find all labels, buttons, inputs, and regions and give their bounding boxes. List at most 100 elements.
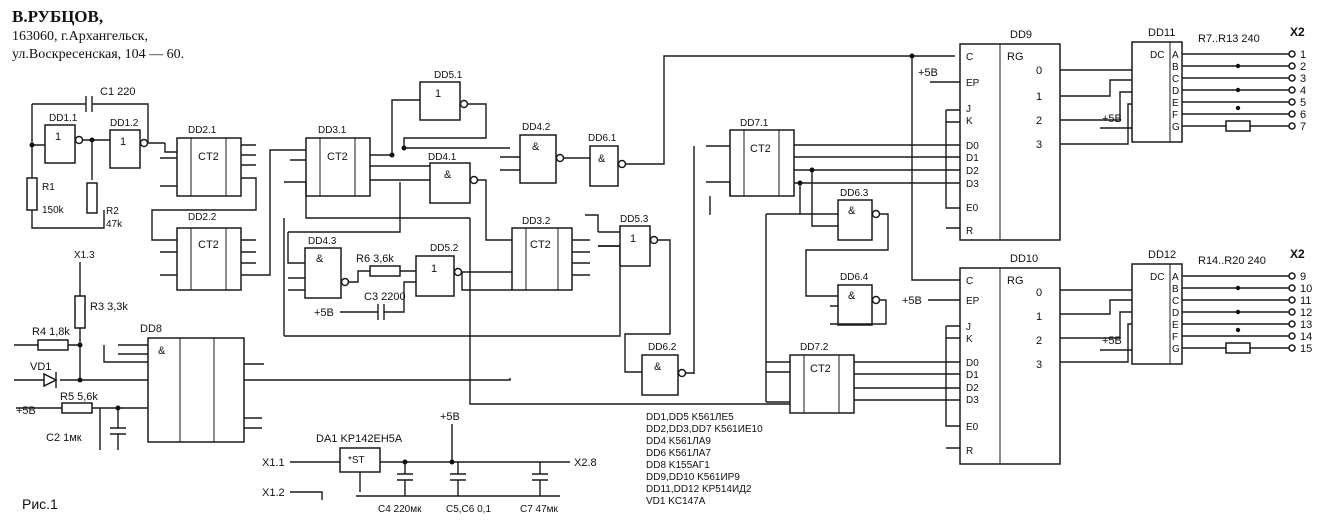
x2-pin: 2	[1300, 61, 1306, 73]
dd1-2-label: DD1.2	[110, 118, 139, 129]
dd3-2-label: DD3.2	[522, 216, 551, 227]
r3-resistor	[74, 295, 86, 329]
dd10-label: DD10	[1010, 253, 1038, 265]
dd7-2-counter	[789, 354, 855, 414]
pin-q2: 2	[1036, 115, 1042, 127]
x2-pin: 14	[1300, 331, 1312, 343]
dd6-4-label: DD6.4	[840, 272, 869, 283]
dd12-label: DD12	[1148, 249, 1176, 261]
decoder-label: DC	[1150, 272, 1164, 283]
legend-line: DD9,DD10 K561ИP9	[646, 472, 740, 483]
x2-bottom-label: X2	[1290, 247, 1305, 261]
dd12-chip	[1131, 263, 1183, 365]
figure-caption: Рис.1	[22, 496, 58, 512]
c1-label: C1 220	[100, 86, 135, 98]
dd1-2-gate	[109, 129, 141, 169]
r7-r13-label: R7..R13 240	[1198, 33, 1260, 45]
c1-capacitor	[32, 96, 149, 143]
gate-symbol: &	[598, 153, 606, 165]
dd5-2-gate	[415, 255, 455, 297]
dd4-3-gate	[304, 247, 342, 299]
author-block: В.РУБЦОВ, 163060, г.Архангельск, ул.Воск…	[12, 6, 184, 64]
pin-f: F	[1172, 110, 1178, 121]
dd9-label: DD9	[1010, 29, 1032, 41]
pin-q2: 2	[1036, 335, 1042, 347]
dd4-1-gate	[429, 162, 471, 204]
pin-q3: 3	[1036, 139, 1042, 151]
dd7-2-label: DD7.2	[800, 342, 829, 353]
pin-c: C	[966, 52, 973, 63]
pin-c: C	[1172, 296, 1179, 307]
x2-pin: 15	[1300, 343, 1312, 355]
x2-pin: 7	[1300, 121, 1306, 133]
author-address-city: 163060, г.Архангельск,	[12, 29, 148, 44]
decoder-label: DC	[1150, 50, 1164, 61]
inverter-bubble	[139, 138, 149, 148]
dd8-and-symbol: &	[158, 345, 166, 357]
x11-label: X1.1	[262, 457, 285, 469]
dd3-1-label: DD3.1	[318, 125, 347, 136]
dd7-1-label: DD7.1	[740, 118, 769, 129]
dd11-label: DD11	[1148, 27, 1175, 39]
r5-label: R5 5,6k	[60, 391, 98, 403]
pin-q0: 0	[1036, 65, 1042, 77]
pin-f: F	[1172, 332, 1178, 343]
pin-e0: E0	[966, 203, 979, 214]
r5-resistor	[61, 402, 93, 414]
r2-label: R2	[106, 206, 119, 217]
pin-q0: 0	[1036, 287, 1042, 299]
pin-d3: D3	[966, 179, 979, 190]
c2-capacitor	[99, 408, 126, 450]
r4-label: R4 1,8k	[32, 326, 70, 338]
inverter-bubble	[74, 135, 84, 145]
r14-r20-label: R14..R20 240	[1198, 255, 1266, 267]
pin-q1: 1	[1036, 311, 1042, 323]
dd5-1-gate	[419, 81, 461, 121]
dd3-1-box	[305, 137, 371, 197]
parts-legend: DD1,DD5 K561ЛE5 DD2,DD3,DD7 K561ИE10 DD4…	[646, 412, 763, 508]
legend-line: DD1,DD5 K561ЛE5	[646, 412, 734, 423]
gate-symbol: &	[848, 205, 856, 217]
vd1-label: VD1	[30, 361, 51, 373]
x2-pin: 11	[1300, 295, 1311, 307]
dd6-4-gate	[837, 284, 873, 326]
pin-e: E	[1172, 98, 1179, 109]
gate-symbol: 1	[55, 131, 61, 143]
pin-r: R	[966, 446, 973, 457]
dd4-3-label: DD4.3	[308, 236, 337, 247]
pin-q3: 3	[1036, 359, 1042, 371]
dd11-decoder: DD11 DC A B C D E F G R7..R13 240 X2 +5B…	[1100, 25, 1306, 143]
legend-line: DD11,DD12 KP514ИД2	[646, 484, 752, 495]
c4-label: C4 220мк	[378, 504, 422, 515]
plus5-label: +5B	[902, 295, 922, 307]
pin-g: G	[1172, 122, 1180, 133]
x13-label: X1.3	[74, 250, 95, 261]
resistor-array	[1225, 120, 1251, 132]
x2-top-label: X2	[1290, 25, 1305, 39]
da1-regulator: DA1 KP142EH5A *ST X1.1 X1.2 X2.8 +5B C4 …	[262, 411, 597, 515]
logic-gates-middle: DD4.3 & R6 3,6k DD5.2 1 C3 2200 +5B DD3.…	[283, 182, 671, 373]
x2-pin: 6	[1300, 109, 1306, 121]
counter-label: CT2	[810, 363, 831, 375]
legend-line: DD8 K155AГ1	[646, 460, 710, 471]
register-label: RG	[1007, 275, 1024, 287]
dd6-1-gate	[589, 145, 619, 187]
dd5-3-label: DD5.3	[620, 214, 649, 225]
author-address-street: ул.Воскресенская, 104 — 60.	[12, 47, 185, 62]
pin-e0: E0	[966, 422, 979, 433]
pin-d2: D2	[966, 166, 979, 177]
dd6-3-gate	[837, 199, 873, 241]
r1-label: R1	[42, 182, 55, 193]
pin-ep: EP	[966, 78, 980, 89]
dd8-chip	[147, 337, 245, 443]
dd9-chip	[959, 43, 1061, 241]
pin-d: D	[1172, 86, 1179, 97]
pin-d0: D0	[966, 358, 979, 369]
dd8-label: DD8	[140, 323, 162, 335]
x2-pin: 13	[1300, 319, 1312, 331]
r6-resistor	[369, 265, 401, 277]
pin-d0: D0	[966, 141, 979, 152]
legend-line: DD2,DD3,DD7 K561ИE10	[646, 424, 763, 435]
plus5v-label: +5В	[16, 405, 36, 417]
pin-q1: 1	[1036, 91, 1042, 103]
